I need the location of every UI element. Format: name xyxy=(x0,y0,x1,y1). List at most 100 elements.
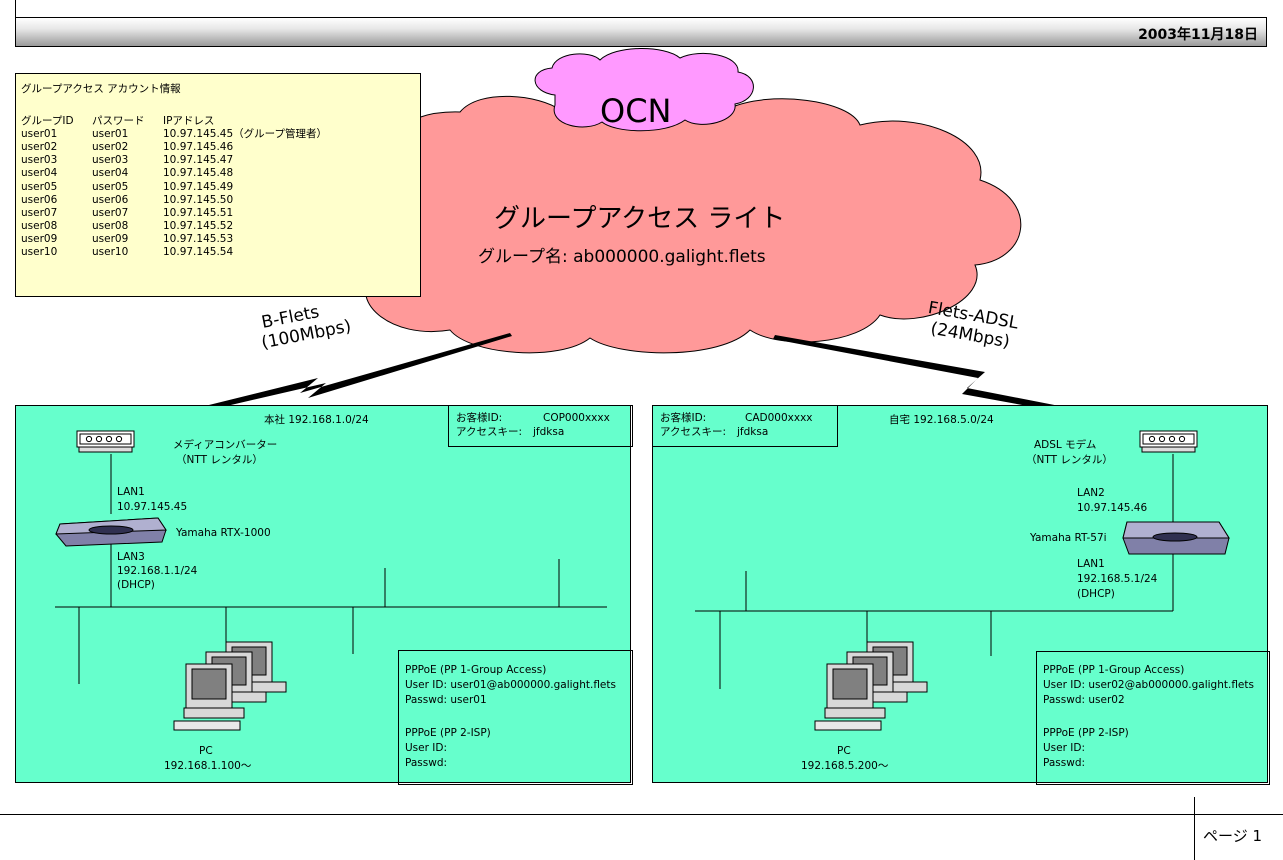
adsl-link xyxy=(773,335,1172,432)
right-pppoe2-title: PPPoE (PP 2-ISP) xyxy=(1043,727,1129,739)
header-tick xyxy=(15,0,16,17)
footer-line xyxy=(0,814,1283,815)
left-lan-port: LAN3 xyxy=(117,551,145,563)
table-cell: user06 xyxy=(92,193,129,206)
left-pc-label: PC xyxy=(199,745,213,757)
left-wan-port: LAN1 xyxy=(117,486,145,498)
pc-stack-icon-right xyxy=(814,641,928,731)
left-wan-ip: 10.97.145.45 xyxy=(117,501,188,513)
table-cell: user01 xyxy=(92,128,129,141)
right-site-title: 自宅 192.168.5.0/24 xyxy=(889,414,994,426)
table-cell: user07 xyxy=(92,206,129,219)
right-wan-ip: 10.97.145.46 xyxy=(1077,502,1148,514)
ocn-label: OCN xyxy=(600,92,672,130)
table-cell: 10.97.145.52 xyxy=(163,219,234,232)
table-cell: 10.97.145.49 xyxy=(163,180,234,193)
right-pppoe1-pass: Passwd: user02 xyxy=(1043,694,1125,706)
table-cell: user06 xyxy=(21,193,58,206)
table-cell: 10.97.145.47 xyxy=(163,154,234,167)
right-pppoe1-user: User ID: user02@ab000000.galight.flets xyxy=(1043,679,1254,691)
left-customer-id-label: お客様ID: xyxy=(456,412,503,424)
left-lan-ip: 192.168.1.1/24 xyxy=(117,565,198,577)
account-info-box: グループアクセス アカウント情報 グループID パスワード IPアドレス user01… xyxy=(15,73,421,297)
table-cell: user04 xyxy=(21,167,58,180)
left-site-title: 本社 192.168.1.0/24 xyxy=(264,414,369,426)
header-bar: 2003年11月18日 xyxy=(15,17,1267,47)
group-name: グループ名: ab000000.galight.flets xyxy=(478,247,766,267)
right-access-key-label: アクセスキー: xyxy=(660,426,727,438)
table-cell: user08 xyxy=(92,219,129,232)
table-cell: user07 xyxy=(21,206,58,219)
right-pppoe2-user: User ID: xyxy=(1043,742,1085,754)
right-pppoe-box: PPPoE (PP 1-Group Access) User ID: user0… xyxy=(1036,651,1270,785)
left-site-zone: 本社 192.168.1.0/24 お客様ID: COP000xxxx アクセス… xyxy=(15,405,633,785)
table-cell: user03 xyxy=(21,154,58,167)
table-cell: user02 xyxy=(21,141,58,154)
right-lan-ip: 192.168.5.1/24 xyxy=(1077,573,1158,585)
table-cell: user09 xyxy=(21,232,58,245)
right-lan-dhcp: (DHCP) xyxy=(1077,588,1115,600)
right-pc-ip: 192.168.5.200～ xyxy=(801,760,889,772)
right-site-zone: お客様ID: CAD000xxxx アクセスキー: jfdksa 自宅 192.… xyxy=(652,405,1270,785)
header-cell: パスワード xyxy=(92,115,145,127)
left-site-wiring xyxy=(55,430,607,731)
table-cell: user10 xyxy=(92,246,129,258)
account-info-title: グループアクセス アカウント情報 xyxy=(21,83,181,95)
header-date: 2003年11月18日 xyxy=(1138,27,1258,43)
table-cell: 10.97.145.50 xyxy=(163,193,234,206)
right-lan-port: LAN1 xyxy=(1077,558,1105,570)
service-title: グループアクセス ライト xyxy=(494,204,786,234)
adsl-modem-icon xyxy=(1139,430,1198,453)
right-customer-id-label: お客様ID: xyxy=(660,412,707,424)
page-number: ページ 1 xyxy=(1203,827,1263,845)
media-converter-icon xyxy=(76,430,135,453)
table-cell: user05 xyxy=(21,180,58,193)
left-pppoe1-title: PPPoE (PP 1-Group Access) xyxy=(405,664,547,676)
table-cell: 10.97.145.46 xyxy=(163,141,234,154)
left-pppoe1-user: User ID: user01@ab000000.galight.flets xyxy=(405,679,616,691)
table-cell: user03 xyxy=(92,154,129,167)
left-access-key: jfdksa xyxy=(533,426,565,438)
header-cell: IPアドレス xyxy=(163,115,215,127)
footer-tick xyxy=(1194,797,1195,860)
router-rtx1000-icon xyxy=(55,517,167,547)
left-access-key-label: アクセスキー: xyxy=(456,426,523,438)
right-pppoe2-pass: Passwd: xyxy=(1043,757,1086,769)
table-cell: user01 xyxy=(21,128,58,141)
table-cell: user08 xyxy=(21,219,58,232)
right-site-wiring xyxy=(695,430,1230,731)
table-cell: user02 xyxy=(92,141,129,154)
left-modem-name: メディアコンバーター xyxy=(173,439,278,451)
right-router-name: Yamaha RT-57i xyxy=(1030,532,1107,544)
header-cell: グループID xyxy=(21,115,74,127)
left-pppoe1-pass: Passwd: user01 xyxy=(405,694,487,706)
right-pc-label: PC xyxy=(837,745,851,757)
left-customer-box: お客様ID: COP000xxxx アクセスキー: jfdksa xyxy=(448,405,633,447)
table-cell: 10.97.145.45（グループ管理者） xyxy=(163,128,328,141)
table-cell: 10.97.145.53 xyxy=(163,232,234,245)
left-pppoe2-pass: Passwd: xyxy=(405,757,448,769)
table-cell: 10.97.145.48 xyxy=(163,167,234,180)
left-modem-note: （NTT レンタル） xyxy=(176,454,263,466)
left-router-name: Yamaha RTX-1000 xyxy=(176,527,271,539)
right-customer-id: CAD000xxxx xyxy=(745,412,813,424)
left-customer-id: COP000xxxx xyxy=(543,412,610,424)
right-customer-box: お客様ID: CAD000xxxx アクセスキー: jfdksa xyxy=(652,405,838,447)
table-cell: 10.97.145.51 xyxy=(163,206,234,219)
right-pppoe1-title: PPPoE (PP 1-Group Access) xyxy=(1043,664,1185,676)
table-cell: 10.97.145.54 xyxy=(163,246,234,258)
pc-stack-icon xyxy=(173,641,287,731)
left-pppoe-box: PPPoE (PP 1-Group Access) User ID: user0… xyxy=(398,650,633,785)
table-cell: user09 xyxy=(92,232,129,245)
table-cell: user10 xyxy=(21,246,58,258)
ocn-cloud xyxy=(534,48,754,132)
table-cell: user04 xyxy=(92,167,129,180)
right-access-key: jfdksa xyxy=(737,426,769,438)
right-modem-note: （NTT レンタル） xyxy=(1026,454,1113,466)
right-wan-port: LAN2 xyxy=(1077,487,1105,499)
left-pppoe2-title: PPPoE (PP 2-ISP) xyxy=(405,727,491,739)
left-pc-ip: 192.168.1.100～ xyxy=(164,760,252,772)
right-modem-name: ADSL モデム xyxy=(1034,439,1097,451)
router-rt57i-icon xyxy=(1122,521,1230,555)
